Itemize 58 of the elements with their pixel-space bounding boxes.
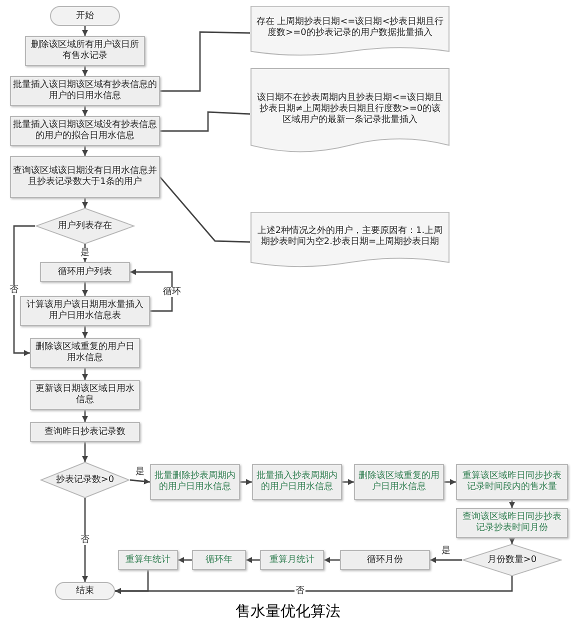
arrow	[246, 557, 260, 563]
decision-diamond: 用户列表存在	[35, 208, 135, 244]
process-box: 更新该日期该区域日用水信息	[30, 380, 140, 410]
arrow	[342, 479, 354, 485]
connector-line	[159, 176, 250, 243]
arrow	[82, 442, 88, 462]
terminal-box: 开始	[50, 6, 120, 26]
decision-diamond: 月份数量>0	[462, 544, 562, 576]
process-box: 删除该区域重复的用户日用水信息	[30, 338, 140, 368]
terminal-box: 结束	[55, 582, 115, 600]
edge-label: 否	[8, 285, 20, 295]
arrow	[444, 479, 456, 485]
process-box: 批量删除抄表周期内的用户日用水信息	[150, 464, 240, 500]
arrow	[240, 479, 252, 485]
arrow	[82, 326, 88, 338]
process-box: 查询昨日抄表记录数	[30, 422, 140, 442]
edge-label: 循环	[162, 287, 182, 297]
process-box: 删除该区域所有用户该日所有售水记录	[25, 36, 145, 66]
process-box: 重算月统计	[260, 550, 324, 570]
connector-line	[160, 31, 250, 92]
process-box: 批量插入该日期该区域有抄表信息的用户的日用水信息	[10, 76, 160, 106]
process-box: 重算该区域昨日同步抄表记录时间段内的售水量	[456, 464, 568, 500]
edge-label: 是	[134, 467, 146, 477]
connector-line	[160, 111, 250, 132]
process-box: 重算年统计	[118, 550, 178, 570]
arrow	[509, 500, 515, 508]
edge-label: 否	[80, 535, 90, 545]
arrow	[82, 198, 88, 208]
arrow	[178, 557, 192, 563]
process-box: 删除该区域重复的用户日用水信息	[354, 464, 444, 500]
arrow	[82, 282, 88, 296]
arrow	[82, 66, 88, 76]
arrow	[82, 26, 88, 36]
arrow	[82, 498, 88, 582]
edge-label: 是	[440, 546, 452, 556]
arrow	[82, 410, 88, 422]
arrow	[509, 538, 515, 544]
arrow	[430, 557, 462, 563]
process-box: 查询该区域昨日同步抄表记录抄表时间月份	[456, 508, 568, 538]
process-box: 循环月份	[340, 550, 430, 570]
arrow	[13, 225, 35, 356]
arrow	[82, 106, 88, 116]
caption: 售水量优化算法	[234, 602, 342, 621]
arrow	[82, 368, 88, 380]
process-box: 循环用户列表	[40, 262, 130, 282]
arrow	[130, 478, 150, 484]
arrow	[324, 557, 340, 563]
process-box: 批量插入该日期该区域没有抄表信息的用户的拟合日用水信息	[10, 116, 160, 146]
decision-diamond: 抄表记录数>0	[40, 462, 130, 498]
process-box: 批量插入抄表周期内的用户日用水信息	[252, 464, 342, 500]
process-box: 循环年	[192, 550, 246, 570]
process-box: 计算该用户该日期用水量插入用户日用水信息表	[20, 296, 150, 326]
edge-label: 否	[294, 586, 306, 596]
process-box: 查询该区域该日期没有日用水信息并且抄表记录数大于1条的用户	[10, 156, 160, 198]
edge-label: 是	[80, 248, 90, 258]
arrow	[82, 146, 88, 156]
arrow	[115, 576, 513, 594]
arrow	[130, 269, 173, 312]
